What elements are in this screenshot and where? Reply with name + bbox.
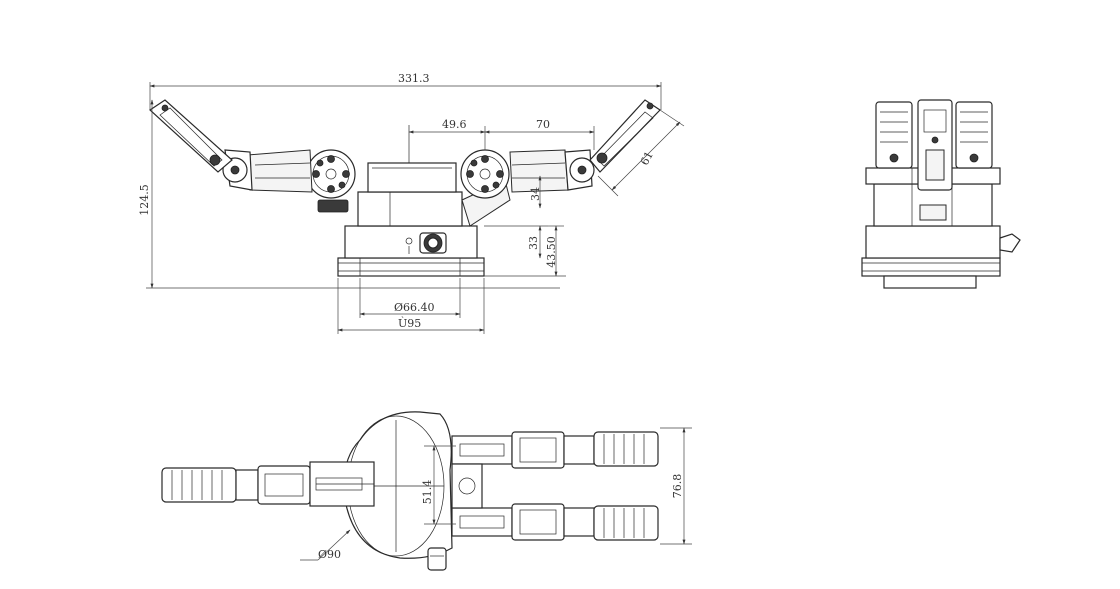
dim-finger-span: 70 <box>536 118 550 131</box>
left-servo <box>306 149 356 213</box>
dim-body-height: 43.50 <box>545 236 558 268</box>
left-arm <box>149 99 313 193</box>
dim-top-diameter: Ø90 <box>318 548 341 561</box>
dim-finger-offset: 49.6 <box>442 118 467 131</box>
dim-finger-length: 61 <box>638 149 656 167</box>
upper-body <box>357 191 463 227</box>
dim-finger-gap: 51.4 <box>421 480 434 505</box>
front-view: 331.3 124.5 49.6 70 61 34 33 43.50 <box>138 72 685 334</box>
side-finger-center <box>917 99 953 191</box>
top-view: 51.4 76.8 Ø90 <box>161 411 692 571</box>
top-cap <box>367 162 457 193</box>
right-arm <box>509 99 661 193</box>
side-finger-left <box>875 101 913 169</box>
top-finger-right-lower <box>451 503 659 541</box>
dim-inner-diameter: Ø66.40 <box>394 301 435 314</box>
dim-overall-width: 331.3 <box>398 72 430 85</box>
base-body <box>344 225 478 259</box>
side-view <box>861 99 1021 289</box>
dim-small-step: 34 <box>529 187 542 201</box>
dim-height: 124.5 <box>138 184 151 216</box>
dim-base-height: 33 <box>527 236 540 250</box>
dim-outer-diameter: Ù95 <box>398 316 421 330</box>
connector <box>419 232 447 254</box>
dim-top-width: 76.8 <box>671 474 684 499</box>
side-finger-right <box>955 101 993 169</box>
right-servo <box>460 149 510 199</box>
top-finger-right-upper <box>451 431 659 469</box>
top-finger-left <box>161 461 375 507</box>
